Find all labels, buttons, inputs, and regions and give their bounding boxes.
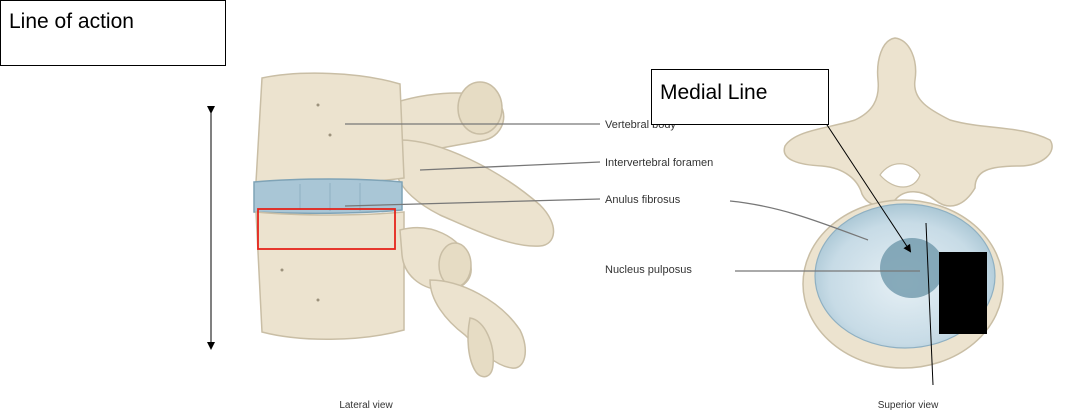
label-nucleus-pulposus: Nucleus pulposus [605,264,692,276]
lower-vertebral-body [256,212,404,339]
redaction-block [939,252,987,334]
superior-nucleus [880,238,944,298]
label-anulus-fibrosus: Anulus fibrosus [605,194,681,206]
lower-articular-process [439,243,471,287]
line-of-action-label: Line of action [0,0,226,66]
label-intervertebral-foramen: Intervertebral foramen [605,157,713,169]
caption-lateral-view: Lateral view [339,400,393,411]
medial-line-label: Medial Line [651,69,829,125]
upper-articular-process [458,82,502,134]
caption-superior-view: Superior view [878,400,939,411]
lateral-view: Vertebral body Intervertebral foramen An… [254,73,713,411]
upper-vertebral-body [256,73,404,184]
